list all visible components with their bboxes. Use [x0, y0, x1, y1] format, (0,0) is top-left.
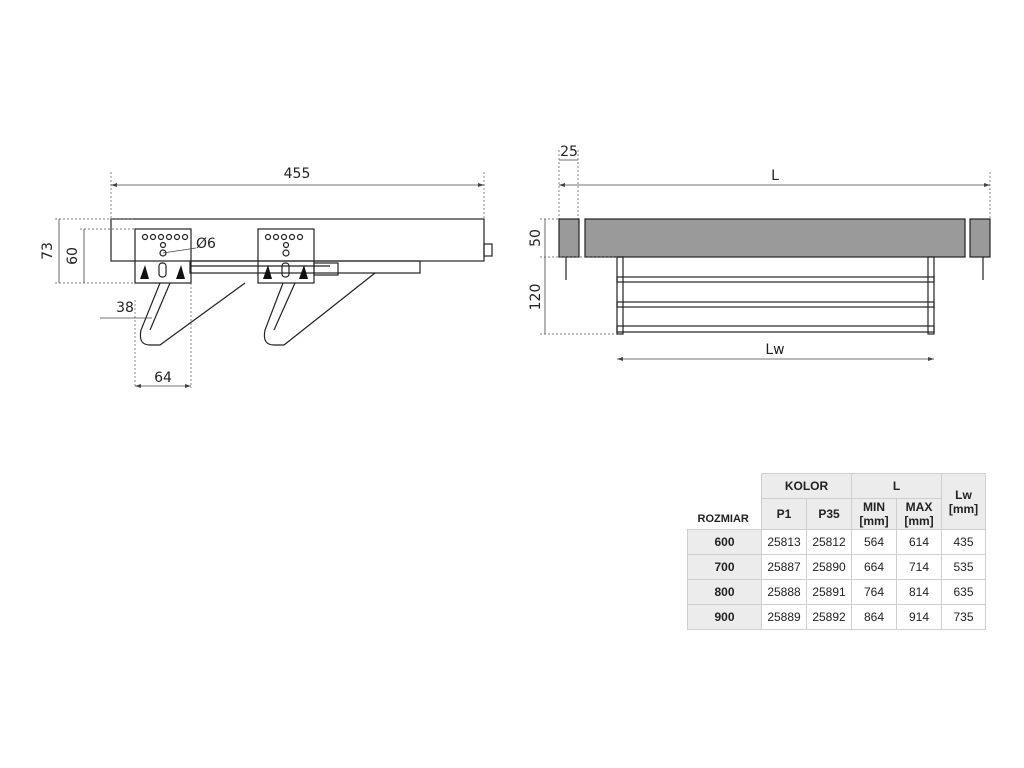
arrow-64-right — [185, 384, 191, 388]
front-view: 25 L 50 120 Lw — [528, 144, 991, 361]
basket-frame — [616, 256, 935, 335]
inner-width-label: Lw — [765, 342, 784, 358]
header-max: MAX [mm] — [896, 498, 942, 530]
side-block-left — [558, 218, 580, 258]
depth-label: 455 — [284, 166, 311, 182]
header-lw: Lw [mm] — [941, 473, 986, 530]
mounting-bracket-front — [134, 228, 197, 284]
height-outer-label: 73 — [40, 242, 56, 260]
height-inner-label: 60 — [65, 247, 81, 265]
hole-label: Ø6 — [196, 236, 216, 252]
header-p35: P35 — [806, 498, 852, 530]
header-l: L — [851, 473, 942, 499]
top-height-label: 50 — [528, 229, 544, 247]
width-label: L — [771, 168, 779, 184]
arrow-Lw-right — [928, 357, 934, 361]
spec-table: KOLOR L Lw [mm] ROZMIAR P1 P35 MIN [mm] … — [687, 473, 986, 630]
header-kolor: KOLOR — [761, 473, 852, 499]
bracket-label: 64 — [154, 370, 172, 386]
mounting-bracket-rear — [257, 228, 339, 284]
arrow-right — [478, 183, 484, 187]
table-row: 800 25888 25891 764 814 635 — [687, 579, 986, 605]
header-min: MIN [mm] — [851, 498, 897, 530]
basket-height-label: 120 — [528, 284, 544, 311]
table-row: 700 25887 25890 664 714 535 — [687, 554, 986, 580]
hanger-wire-rear-inner — [273, 282, 296, 331]
arrow-Lw-left — [617, 357, 623, 361]
gap-label: 25 — [560, 144, 578, 160]
header-p1: P1 — [761, 498, 807, 530]
arrow-64-left — [135, 384, 141, 388]
hanger-wire-front-inner — [149, 282, 171, 331]
rail-body — [110, 218, 485, 262]
side-view: 455 73 60 Ø6 — [40, 166, 493, 388]
hanger-wire-rear — [263, 272, 376, 346]
arrow-L-right — [984, 183, 990, 187]
offset-label: 38 — [116, 300, 134, 316]
arrow-L-left — [559, 183, 565, 187]
side-block-right — [969, 218, 991, 258]
hanger-wire-front — [139, 282, 246, 346]
table-row: 600 25813 25812 564 614 435 — [687, 529, 986, 555]
table-row: 900 25889 25892 864 914 735 — [687, 604, 986, 630]
header-rozmiar: ROZMIAR — [687, 498, 762, 530]
top-bar — [584, 218, 966, 258]
arrow-left — [111, 183, 117, 187]
rail-end-stop — [483, 243, 493, 257]
